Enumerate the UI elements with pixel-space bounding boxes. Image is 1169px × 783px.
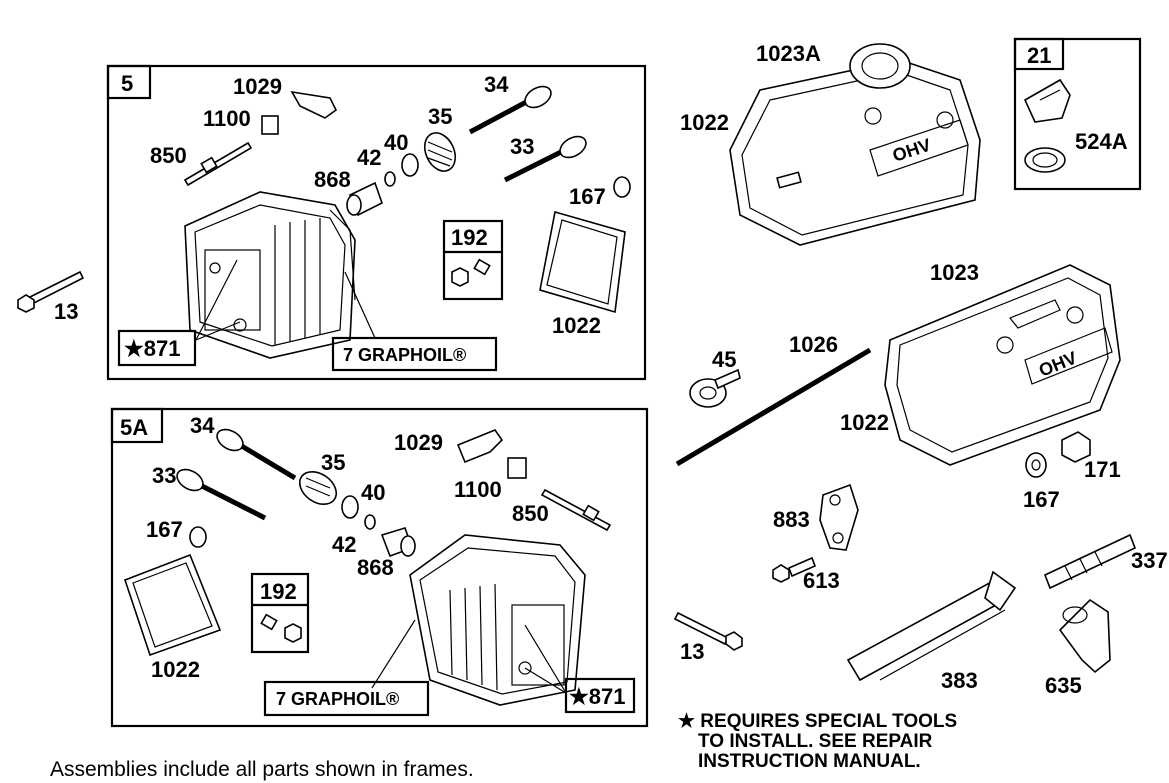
gasket-1022-part-5a [123, 553, 222, 657]
gasket-1022-part [539, 210, 626, 314]
label-33-a: 33 [510, 134, 534, 159]
label-graphoil-b: 7 GRAPHOIL® [276, 689, 399, 709]
cylinder-head-part [184, 191, 356, 359]
stud-850-part-5a [540, 488, 612, 532]
label-167-a: 167 [569, 184, 606, 209]
label-42-a: 42 [357, 145, 381, 170]
guide-1100-part-5a [507, 457, 527, 479]
label-35-a: 35 [428, 104, 452, 129]
frame-21-title: 21 [1027, 43, 1051, 68]
rocker-1029-part [290, 90, 338, 119]
label-1023a: 1023A [756, 41, 821, 66]
label-1026: 1026 [789, 332, 838, 357]
label-635: 635 [1045, 673, 1082, 698]
label-167-b: 167 [146, 517, 183, 542]
spring-35-part-5a [298, 470, 338, 506]
label-1022-a: 1022 [552, 313, 601, 338]
valve-33-part [503, 135, 587, 183]
label-42-b: 42 [332, 532, 356, 557]
label-34-b: 34 [190, 413, 215, 438]
label-45: 45 [712, 347, 736, 372]
screw-192-part-5a [260, 613, 278, 631]
tool-383-part [846, 570, 1017, 682]
label-868-a: 868 [314, 167, 351, 192]
washer-167-part-5a [189, 526, 207, 548]
label-35-b: 35 [321, 450, 345, 475]
frame-5a: 5A [110, 407, 649, 728]
label-167-right: 167 [1023, 487, 1060, 512]
note-line-2: TO INSTALL. SEE REPAIR [698, 731, 933, 752]
label-883: 883 [773, 507, 810, 532]
label-34-a: 34 [484, 72, 509, 97]
label-1023: 1023 [930, 260, 979, 285]
label-337: 337 [1131, 548, 1168, 573]
seal-524a-part [1024, 147, 1066, 173]
label-1022-mid: 1022 [840, 410, 889, 435]
rocker-1029-part-5a [456, 429, 504, 464]
label-1029-b: 1029 [394, 430, 443, 455]
label-850-a: 850 [150, 143, 187, 168]
guide-868-part-5a [380, 527, 416, 558]
spring-35-part [423, 132, 457, 172]
label-871-b: ★871 [569, 684, 625, 709]
stud-850-part [183, 141, 253, 187]
nut-192-part [451, 267, 469, 287]
label-524a: 524A [1075, 129, 1128, 154]
spark-plug-337-part [1043, 533, 1137, 590]
label-850-b: 850 [512, 501, 549, 526]
keeper-42-part-5a [364, 514, 376, 530]
frame-192-title-a: 192 [451, 225, 488, 250]
label-1100-b: 1100 [454, 477, 502, 502]
label-13-left: 13 [54, 299, 78, 324]
label-868-b: 868 [357, 555, 394, 580]
washer-40-part-5a [341, 495, 359, 519]
label-graphoil-a: 7 GRAPHOIL® [343, 345, 466, 365]
screw-192-part [473, 258, 491, 276]
oil-cap-524a-part [1023, 78, 1071, 123]
valve-34-part-5a [216, 428, 297, 481]
bolt-13-left-part [17, 270, 85, 313]
gasket-883-part [819, 483, 859, 551]
valve-cover-1023a-part: OHV [729, 43, 981, 246]
label-613: 613 [803, 568, 840, 593]
washer-40-part [401, 153, 419, 177]
bolt-613-part [772, 556, 817, 583]
note-line-1: ★ REQUIRES SPECIAL TOOLS [678, 711, 958, 732]
guide-1100-part [261, 115, 279, 135]
breather-45-part [689, 368, 741, 408]
valve-33-part-5a [176, 468, 267, 521]
valve-34-part [468, 85, 552, 135]
label-1100-a: 1100 [203, 106, 251, 131]
frame-21: 21 524A [1013, 37, 1142, 191]
washer-167-part [613, 176, 631, 198]
frame-192-title-b: 192 [260, 579, 297, 604]
guide-868-part [346, 181, 383, 217]
label-1022-b: 1022 [151, 657, 200, 682]
washer-167-right-part [1025, 452, 1047, 478]
nut-192-part-5a [284, 623, 302, 643]
bolt-13-right-part [673, 611, 743, 651]
label-33-b: 33 [152, 463, 176, 488]
label-383: 383 [941, 668, 978, 693]
label-1022-top: 1022 [680, 110, 729, 135]
frame-5a-title: 5A [120, 415, 148, 440]
note-line-3: INSTRUCTION MANUAL. [698, 751, 921, 772]
cylinder-head-part-5a [409, 534, 586, 706]
label-40-a: 40 [384, 130, 408, 155]
label-1029-a: 1029 [233, 74, 282, 99]
footer-caption: Assemblies include all parts shown in fr… [50, 758, 474, 781]
label-871-a: ★871 [124, 336, 180, 361]
spark-boot-635-part [1058, 598, 1111, 674]
label-40-b: 40 [361, 480, 385, 505]
pushrod-1026-part [675, 347, 872, 467]
label-13-right: 13 [680, 639, 704, 664]
special-tools-note: ★ REQUIRES SPECIAL TOOLS TO INSTALL. SEE… [678, 712, 1018, 772]
nut-171-part [1061, 431, 1091, 463]
label-171: 171 [1084, 457, 1121, 482]
frame-5-title: 5 [121, 71, 133, 96]
frame-5: 5 [106, 64, 647, 381]
valve-cover-1023-part: OHV [884, 264, 1121, 466]
keeper-42-part [384, 171, 396, 187]
